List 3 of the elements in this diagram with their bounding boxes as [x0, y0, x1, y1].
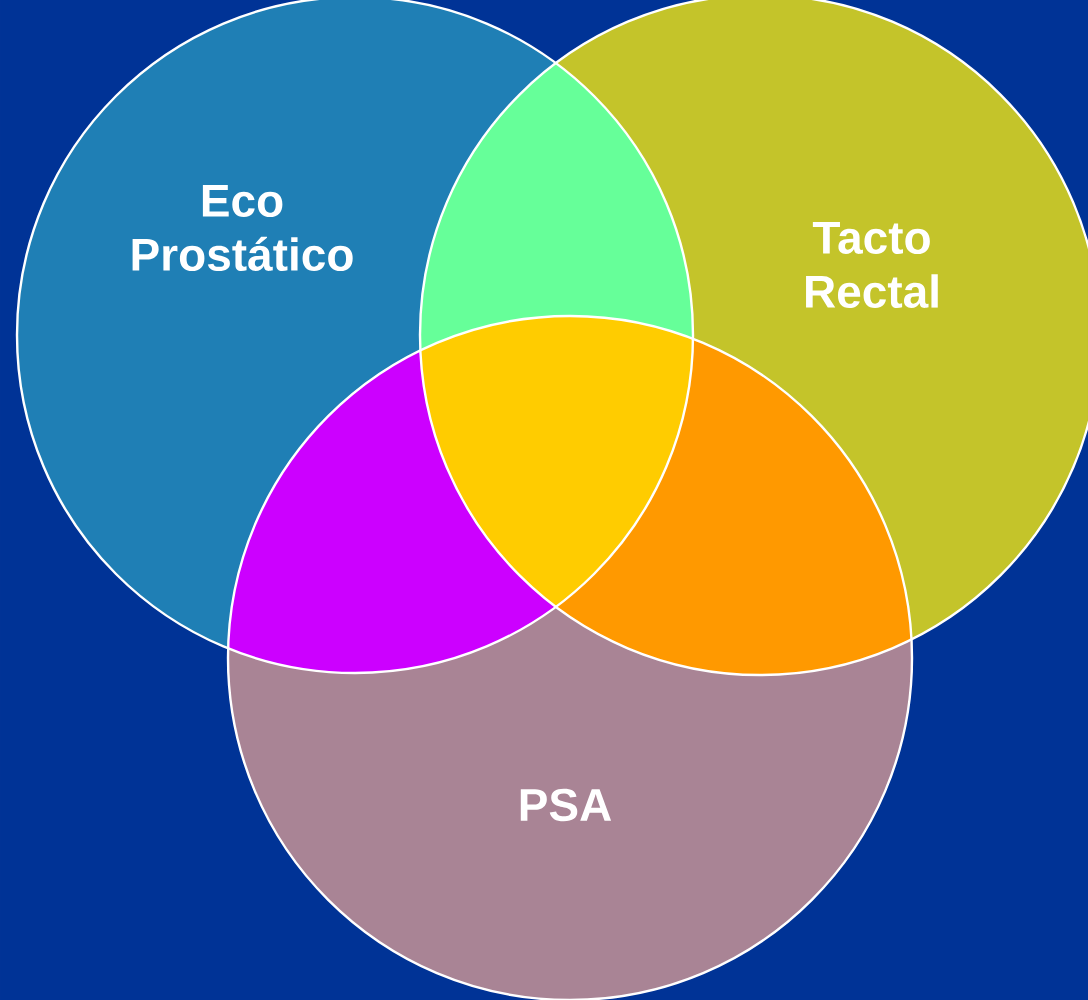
circle-label: Eco Prostático: [132, 184, 353, 272]
circle-label: Tacto Rectal: [806, 221, 938, 309]
circle-label: PSA: [520, 788, 612, 822]
